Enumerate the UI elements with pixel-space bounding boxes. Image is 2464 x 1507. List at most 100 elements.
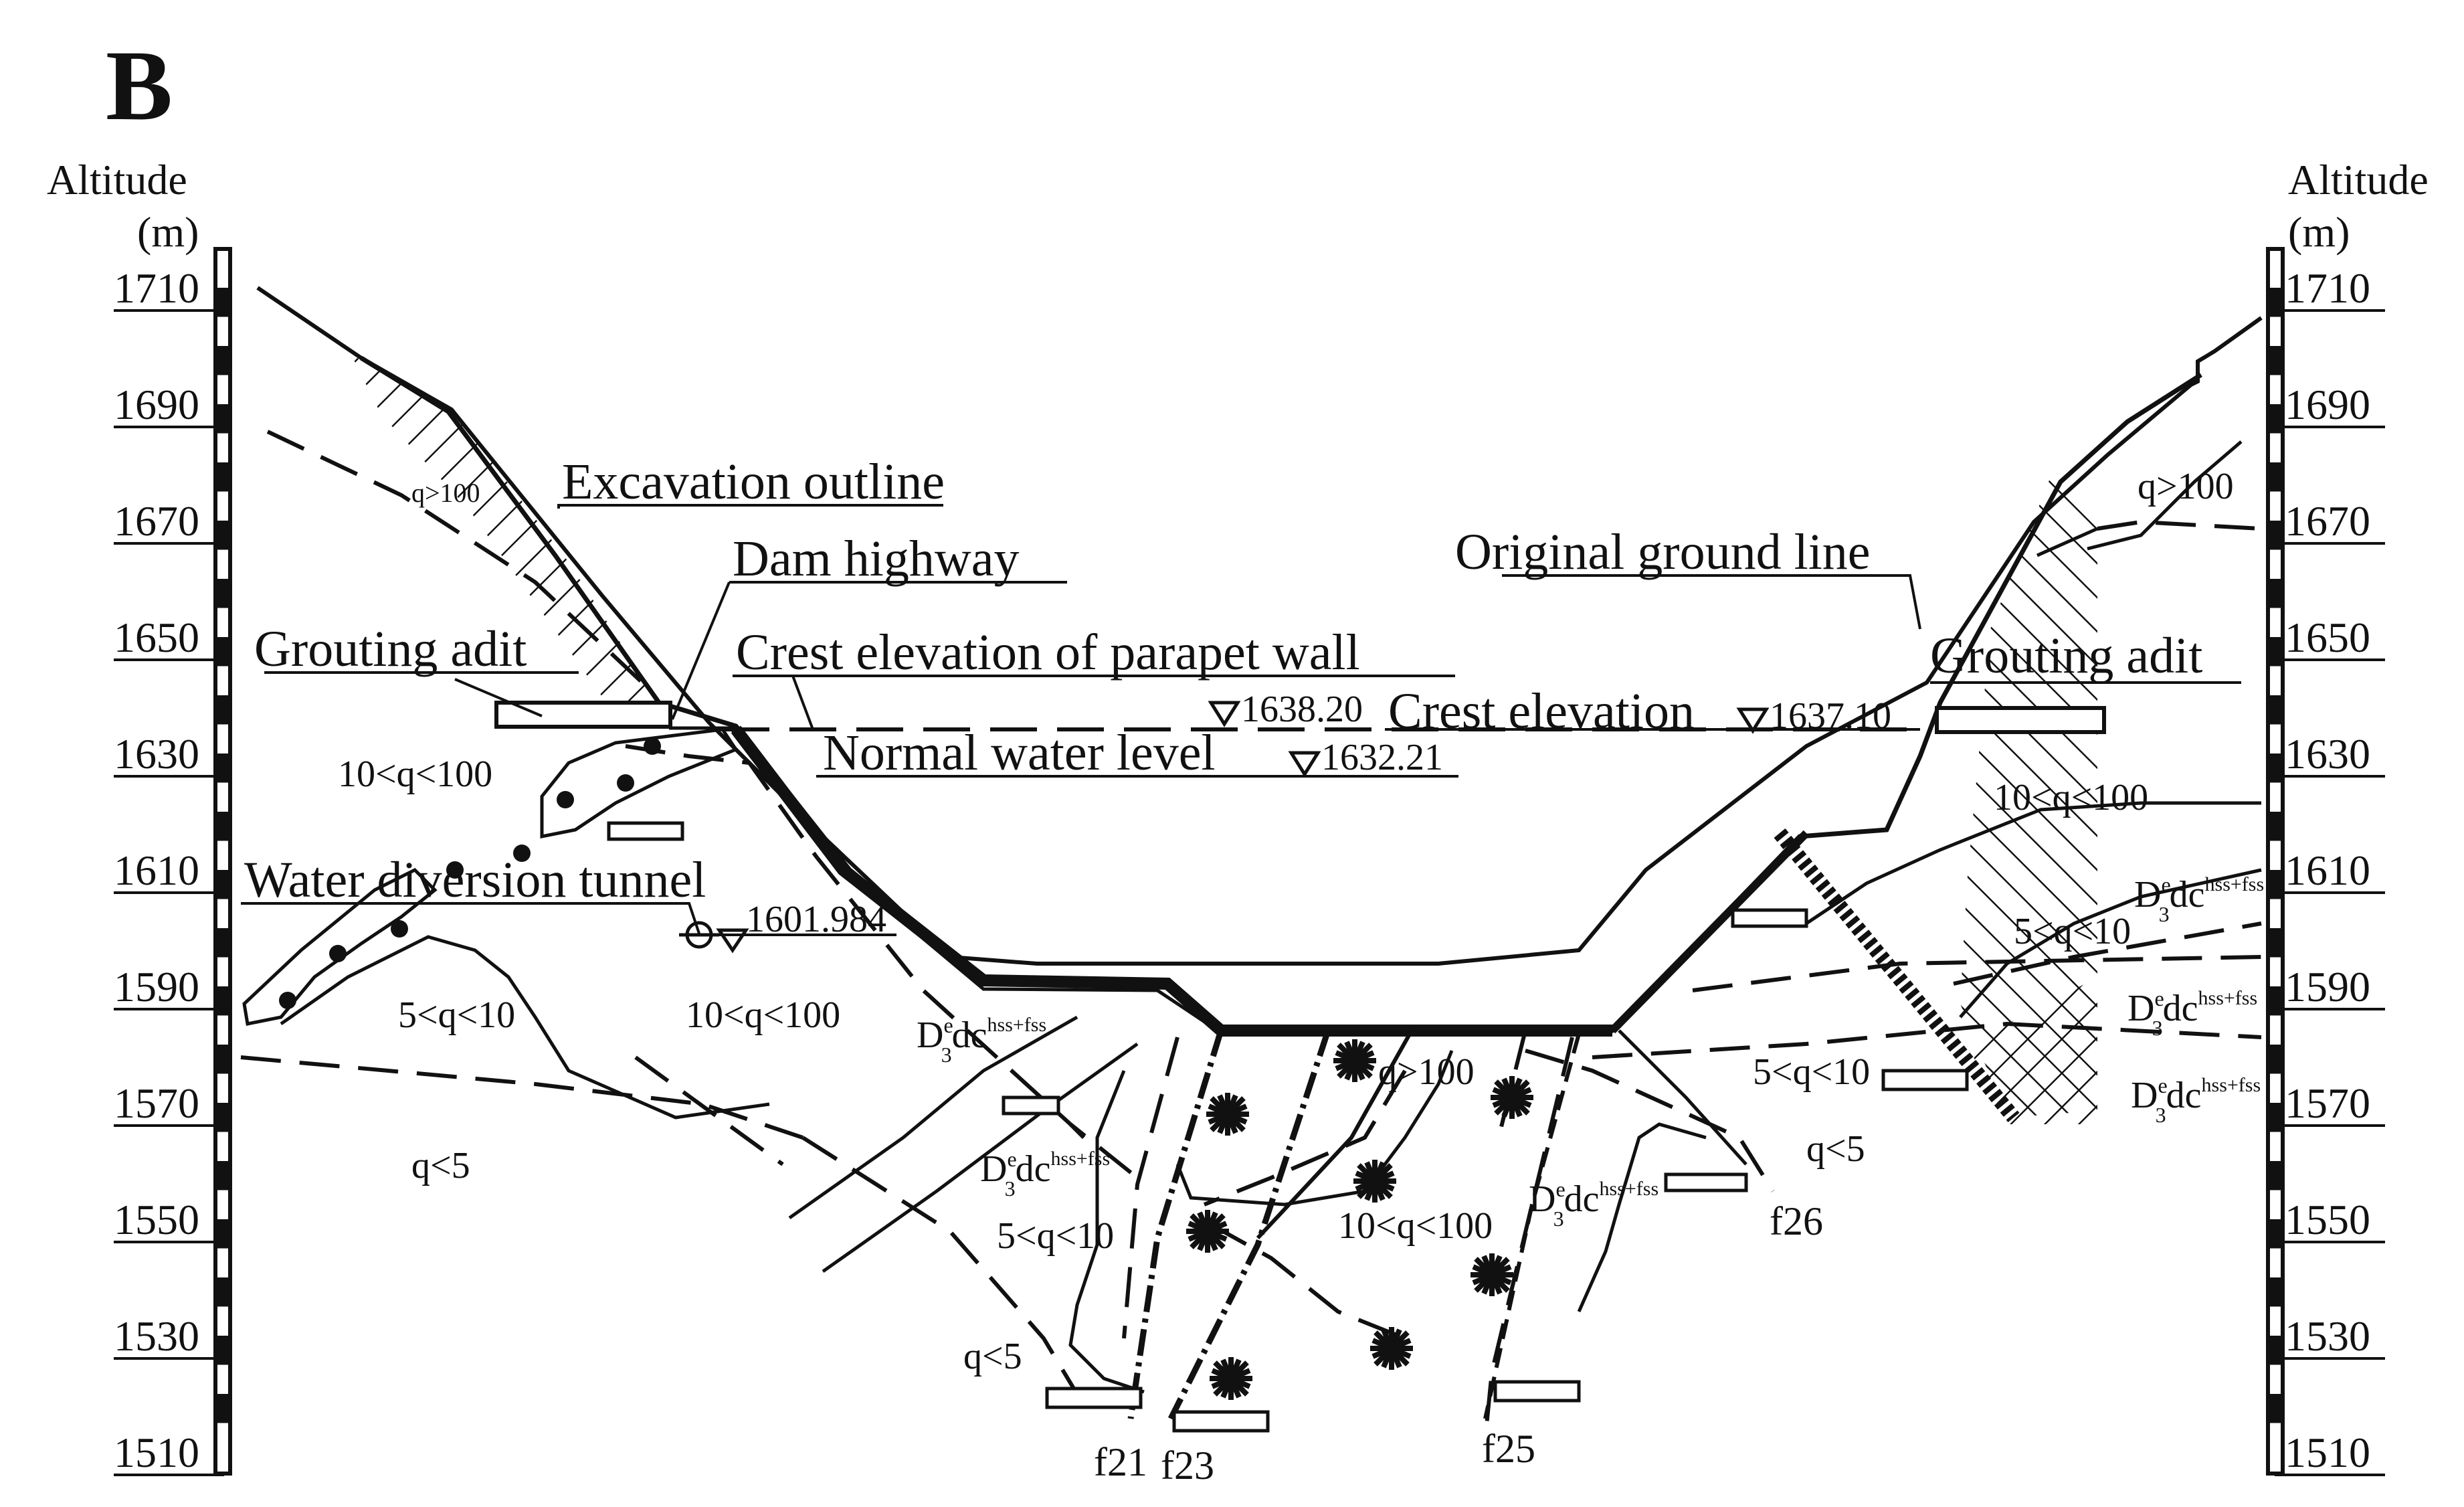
- right-axis-unit: (m): [2288, 208, 2350, 256]
- boxed-annotations: [607, 821, 1969, 1433]
- tunnel-marker: [716, 928, 749, 954]
- left-axis-segment: [215, 754, 230, 783]
- left-axis-tick-label: 1530: [114, 1312, 199, 1360]
- left-axis-segment: [215, 928, 230, 958]
- panel-label: B: [106, 30, 173, 141]
- label-water-diversion-tunnel: Water diversion tunnel: [244, 852, 706, 908]
- right-axis-tick-label: 1650: [2285, 614, 2370, 661]
- right-axis-segment: [2268, 754, 2283, 783]
- right-axis-segment: [2268, 521, 2283, 550]
- borehole-dots: [279, 737, 661, 1009]
- right-altitude-axis: Altitude (m) 171016901670165016301610159…: [2266, 156, 2429, 1476]
- right-axis-segment: [2268, 579, 2283, 608]
- right-axis-segment: [2268, 1394, 2283, 1423]
- right-axis-tick-label: 1610: [2285, 847, 2370, 894]
- fault-lines: [1127, 1029, 1747, 1421]
- zone-q-10-100-right: 10<q<100: [1994, 777, 2148, 818]
- left-axis-segment: [215, 1336, 230, 1365]
- left-axis-segment: [215, 812, 230, 841]
- right-axis-tick-label: 1670: [2285, 497, 2370, 545]
- label-crest-elevation: Crest elevation: [1388, 683, 1695, 739]
- left-axis-segment: [215, 1161, 230, 1190]
- right-axis-segment: [2268, 812, 2283, 841]
- label-excavation-outline: Excavation outline: [562, 454, 945, 510]
- label-original-ground-line: Original ground line: [1455, 524, 1871, 580]
- left-altitude-axis: Altitude (m) 171016901670165016301610159…: [47, 156, 232, 1476]
- left-axis-segment: [215, 870, 230, 899]
- left-hatched-zone: [351, 355, 659, 703]
- zone-q-5-10-center: 5<q<10: [997, 1215, 1114, 1257]
- zone-q-5-10-right-upper: 5<q<10: [2014, 911, 2131, 952]
- zone-q-10-100-left-lower: 10<q<100: [686, 994, 840, 1036]
- leader-parapet: [733, 675, 1455, 730]
- crest-elevation-marker: [1736, 707, 1770, 734]
- fault-label-f25: f25: [1482, 1427, 1535, 1471]
- right-axis-segment: [2268, 1336, 2283, 1365]
- right-axis-segment: [2268, 404, 2283, 434]
- crest-parapet-marker: [1208, 701, 1241, 727]
- right-axis-tick-label: 1530: [2285, 1312, 2370, 1360]
- leader-grouting-left: [264, 671, 579, 717]
- left-axis-unit: (m): [137, 208, 199, 256]
- right-axis-segment: [2268, 695, 2283, 725]
- zone-q-10-100-center: 10<q<100: [1338, 1205, 1493, 1247]
- fault-label-f26: f26: [1770, 1199, 1823, 1243]
- right-axis-segment: [2268, 288, 2283, 317]
- left-axis-tick-label: 1590: [114, 963, 199, 1010]
- label-crest-parapet: Crest elevation of parapet wall: [736, 624, 1360, 681]
- normal-water-marker: [1288, 751, 1321, 778]
- left-axis-segment: [215, 288, 230, 317]
- right-axis-segment: [2268, 462, 2283, 492]
- right-axis-segment: [2268, 870, 2283, 899]
- leader-tunnel: [241, 902, 896, 936]
- right-axis-title: Altitude: [2288, 156, 2429, 203]
- right-hatched-zone: [1960, 468, 2097, 1118]
- zone-q-gt100-center: q>100: [1378, 1051, 1475, 1093]
- left-axis-tick-label: 1610: [114, 847, 199, 894]
- left-axis-title: Altitude: [47, 156, 187, 203]
- right-axis-segment: [2268, 637, 2283, 667]
- left-axis-segment: [215, 637, 230, 667]
- right-axis-tick-label: 1590: [2285, 963, 2370, 1010]
- left-axis-segment: [215, 1219, 230, 1249]
- right-axis-tick-label: 1550: [2285, 1196, 2370, 1243]
- left-axis-tick-label: 1710: [114, 264, 199, 312]
- right-axis-tick-label: 1510: [2285, 1429, 2370, 1476]
- leader-excavation: [557, 504, 943, 509]
- right-axis-segment: [2268, 928, 2283, 958]
- left-axis-tick-label: 1650: [114, 614, 199, 661]
- left-axis-segment: [215, 1394, 230, 1423]
- zone-q-5-10-right: 5<q<10: [1753, 1051, 1870, 1093]
- fault-label-f21: f21: [1094, 1440, 1147, 1484]
- label-dam-highway: Dam highway: [733, 531, 1019, 587]
- dam-lining: [731, 725, 1612, 1037]
- left-axis-tick-label: 1570: [114, 1079, 199, 1127]
- right-axis-tick-label: 1710: [2285, 264, 2370, 312]
- right-hatched-zone-lower: [1967, 977, 2097, 1124]
- left-axis-segment: [215, 346, 230, 375]
- zone-q-10-100-left-upper: 10<q<100: [338, 754, 492, 795]
- leader-dam-highway: [671, 581, 1067, 720]
- zone-q-lt5-bottom: q<5: [963, 1336, 1022, 1377]
- label-tunnel-value: 1601.984: [746, 899, 886, 940]
- fault-label-f23: f23: [1161, 1443, 1214, 1488]
- left-axis-segment: [215, 1277, 230, 1307]
- left-axis-segment: [215, 1103, 230, 1132]
- left-axis-segment: [215, 404, 230, 434]
- zone-q-lt5-left: q<5: [411, 1145, 470, 1186]
- zone-q-gt100-right: q>100: [2138, 466, 2234, 507]
- label-crest-parapet-value: 1638.20: [1241, 689, 1363, 730]
- right-axis-segment: [2268, 1161, 2283, 1190]
- right-axis-segment: [2268, 346, 2283, 375]
- left-axis-segment: [215, 579, 230, 608]
- zone-q-lt5-right: q<5: [1806, 1128, 1865, 1170]
- label-grouting-adit-left: Grouting adit: [254, 621, 527, 677]
- left-axis-segment: [215, 1045, 230, 1074]
- leader-ground-line: [1502, 574, 1921, 630]
- left-axis-segment: [215, 695, 230, 725]
- left-axis-tick-label: 1690: [114, 381, 199, 428]
